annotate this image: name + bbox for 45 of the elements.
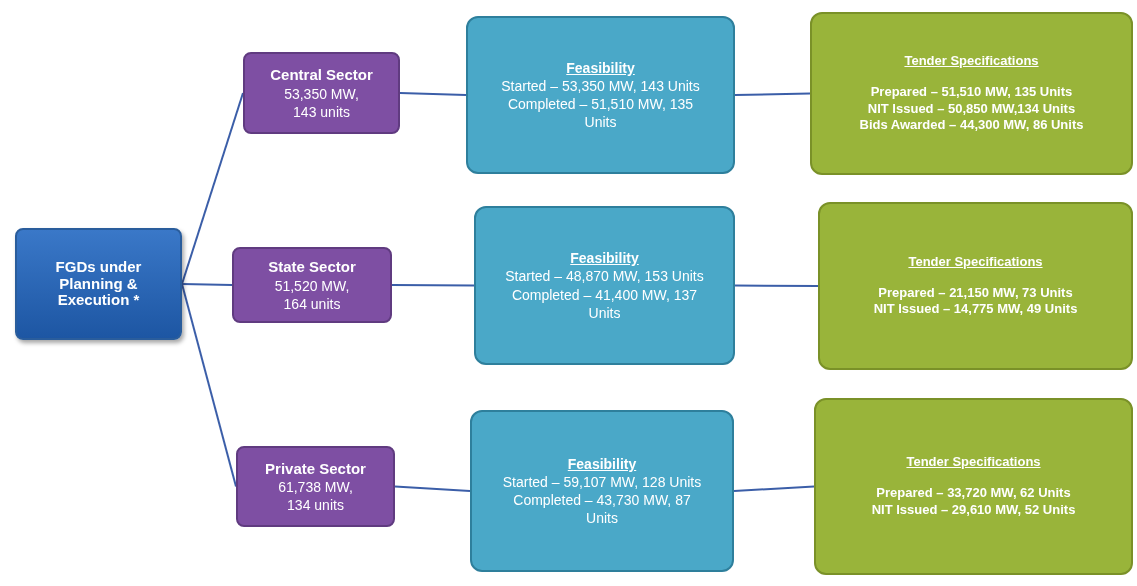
connector-line	[399, 92, 467, 96]
feasibility-box	[470, 410, 734, 572]
box-text: Prepared – 33,720 MW, 62 Units	[876, 485, 1071, 502]
box-heading: Feasibility	[570, 249, 639, 268]
box-text: Bids Awarded – 44,300 MW, 86 Units	[859, 117, 1084, 135]
root-box	[15, 228, 182, 340]
box-text: 61,738 MW, 134 units	[277, 478, 354, 515]
box-text: NIT Issued – 14,775 MW, 49 Units	[873, 301, 1078, 319]
box-heading: Tender Specifications	[906, 454, 1041, 472]
box-text: 53,350 MW, 143 units	[283, 84, 360, 121]
connector-line	[733, 485, 815, 492]
tender-box	[810, 12, 1133, 175]
box-heading: Feasibility	[567, 454, 637, 473]
box-text: Completed – 41,400 MW, 137 Units	[510, 285, 699, 322]
box-text: Prepared – 21,150 MW, 73 Units	[878, 284, 1073, 302]
box-text: Completed – 43,730 MW, 87 Units	[512, 491, 692, 528]
box-text: NIT Issued – 29,610 MW, 52 Units	[871, 501, 1076, 519]
connector-line	[181, 283, 237, 488]
feasibility-box	[474, 206, 735, 365]
box-heading: Private Sector	[265, 458, 366, 479]
sector-box	[232, 247, 392, 323]
box-heading: Tender Specifications	[904, 52, 1039, 70]
connector-line	[391, 284, 475, 287]
connector-line	[394, 485, 471, 492]
box-text: Prepared – 51,510 MW, 135 Units	[870, 83, 1073, 101]
sector-box	[236, 446, 395, 527]
box-text: Started – 53,350 MW, 143 Units	[500, 76, 701, 95]
tender-box	[818, 202, 1133, 370]
connector-line	[734, 284, 819, 287]
feasibility-box	[466, 16, 735, 174]
tender-box	[814, 398, 1133, 575]
connector-line	[181, 92, 244, 285]
box-heading: State Sector	[268, 257, 356, 277]
connector-line	[734, 92, 811, 96]
connector-line	[181, 283, 233, 286]
box-text: 51,520 MW, 164 units	[273, 276, 351, 313]
box-heading: Feasibility	[566, 58, 635, 77]
box-text: Completed – 51,510 MW, 135 Units	[506, 95, 695, 132]
box-heading: Tender Specifications	[908, 253, 1043, 271]
sector-box	[243, 52, 400, 134]
box-text: Started – 48,870 MW, 153 Units	[504, 267, 705, 286]
box-heading: Central Sector	[270, 65, 373, 85]
box-text: Started – 59,107 MW, 128 Units	[502, 472, 702, 491]
box-heading: FGDs under Planning & Execution *	[54, 259, 143, 309]
box-text: NIT Issued – 50,850 MW,134 Units	[867, 100, 1076, 118]
